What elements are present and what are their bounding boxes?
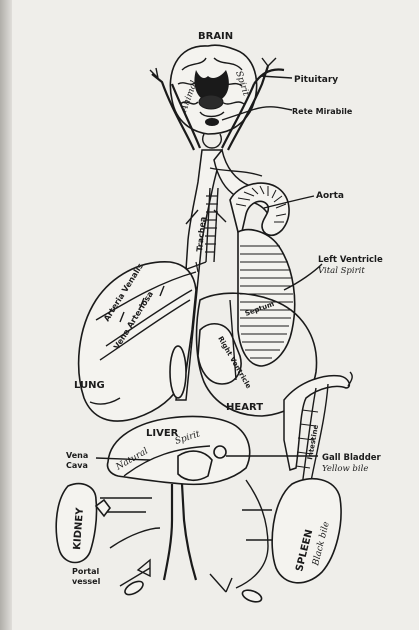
lung-label: LUNG [74, 380, 105, 391]
yellow-bile-label: Yellow bile [322, 464, 368, 474]
brain-label: BRAIN [198, 31, 233, 42]
left-ventricle-label: Left Ventricle [318, 255, 383, 265]
pituitary-label: Pituitary [294, 75, 338, 85]
vena-label: Vena [66, 451, 88, 460]
vessel-label: vessel [72, 577, 101, 586]
gall-bladder-label: Gall Bladder [322, 453, 382, 463]
portal-label: Portal [72, 567, 100, 576]
intestine-label: Intestine [306, 424, 320, 460]
rete-mirabile-label: Rete Mirabile [292, 107, 353, 116]
lower-vessels [100, 480, 272, 604]
heart-label: HEART [226, 402, 263, 413]
cava-label: Cava [66, 461, 88, 470]
liver [107, 416, 249, 484]
aorta-label: Aorta [316, 191, 344, 201]
vital-spirit-label: Vital Spirit [318, 266, 365, 276]
